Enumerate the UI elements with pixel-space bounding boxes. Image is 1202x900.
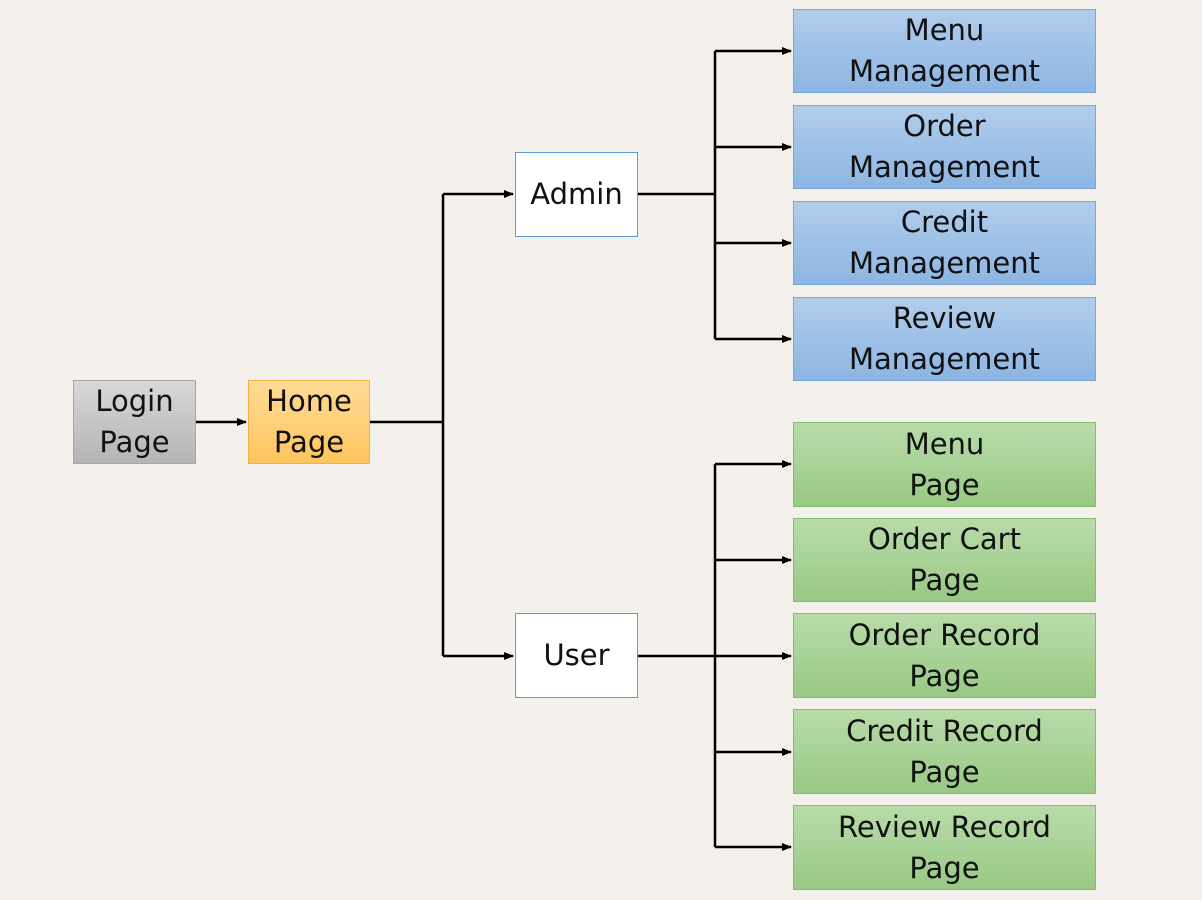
home-page-node: Home Page	[248, 380, 370, 464]
admin-node: Admin	[515, 152, 638, 237]
review-record-page-node: Review Record Page	[793, 805, 1096, 890]
order-management-node: Order Management	[793, 105, 1096, 189]
login-page-node: Login Page	[73, 380, 196, 464]
user-node: User	[515, 613, 638, 698]
credit-record-page-node: Credit Record Page	[793, 709, 1096, 794]
menu-page-node: Menu Page	[793, 422, 1096, 507]
menu-management-node: Menu Management	[793, 9, 1096, 93]
review-management-node: Review Management	[793, 297, 1096, 381]
order-cart-page-node: Order Cart Page	[793, 518, 1096, 602]
credit-management-node: Credit Management	[793, 201, 1096, 285]
order-record-page-node: Order Record Page	[793, 613, 1096, 698]
